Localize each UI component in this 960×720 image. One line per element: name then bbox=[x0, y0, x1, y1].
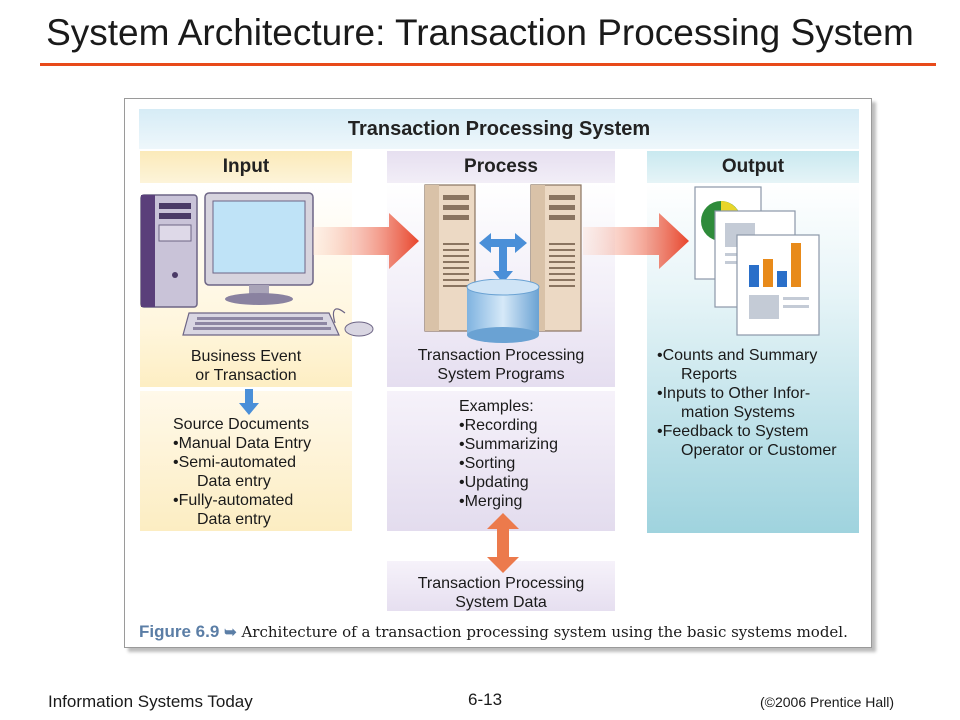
system-data-line-1: Transaction Processing bbox=[417, 575, 585, 592]
output-column: Output bbox=[647, 151, 859, 183]
page-title: System Architecture: Transaction Process… bbox=[46, 12, 914, 53]
database-icon bbox=[466, 279, 540, 343]
output-line-4: mation Systems bbox=[681, 404, 795, 421]
figure-number: Figure 6.9 bbox=[139, 622, 220, 641]
footer-copyright: (©2006 Prentice Hall) bbox=[760, 694, 895, 710]
examples-panel bbox=[387, 391, 615, 531]
output-line-1: •Counts and Summary bbox=[657, 347, 818, 364]
computer-icon bbox=[140, 192, 374, 337]
footer-page-number: 6-13 bbox=[468, 690, 503, 709]
source-line-1: Source Documents bbox=[173, 416, 310, 433]
process-programs-line-2: System Programs bbox=[437, 366, 565, 383]
examples-line-4: •Sorting bbox=[459, 455, 516, 472]
source-line-2: •Manual Data Entry bbox=[173, 435, 312, 452]
system-data-line-2: System Data bbox=[455, 594, 547, 611]
title-underline bbox=[40, 63, 936, 66]
caption-text: Architecture of a transaction processing… bbox=[241, 623, 848, 641]
tps-figure: Transaction Processing System Input Proc… bbox=[124, 98, 872, 648]
tps-banner: Transaction Processing System bbox=[139, 109, 859, 149]
source-documents-panel bbox=[140, 391, 352, 531]
caption-arrow-icon: ➥ bbox=[224, 623, 237, 641]
examples-line-5: •Updating bbox=[459, 474, 529, 491]
examples-line-2: •Recording bbox=[459, 417, 538, 434]
source-line-3: •Semi-automated bbox=[173, 454, 296, 471]
input-column: Input bbox=[140, 151, 352, 183]
source-line-6: Data entry bbox=[197, 511, 271, 528]
output-line-6: Operator or Customer bbox=[681, 442, 837, 459]
input-to-process-arrow bbox=[313, 213, 419, 269]
output-line-3: •Inputs to Other Infor- bbox=[657, 385, 811, 402]
down-arrow-icon bbox=[239, 389, 259, 415]
process-to-output-arrow bbox=[583, 213, 689, 269]
reports-icon bbox=[694, 186, 820, 336]
process-column: Process bbox=[387, 151, 615, 183]
source-line-5: •Fully-automated bbox=[173, 492, 294, 509]
output-heading: Output bbox=[647, 151, 859, 183]
figure-caption: Figure 6.9 ➥ Architecture of a transacti… bbox=[139, 620, 869, 644]
output-line-2: Reports bbox=[681, 366, 738, 383]
source-line-4: Data entry bbox=[197, 473, 271, 490]
input-heading: Input bbox=[140, 151, 352, 183]
footer-course: Information Systems Today bbox=[48, 692, 253, 711]
process-programs-line-1: Transaction Processing bbox=[417, 347, 585, 364]
examples-line-1: Examples: bbox=[459, 398, 534, 415]
input-event-line-1: Business Event bbox=[190, 348, 302, 365]
examples-line-3: •Summarizing bbox=[459, 436, 558, 453]
process-heading: Process bbox=[387, 151, 615, 183]
input-event-line-2: or Transaction bbox=[195, 367, 297, 384]
examples-line-6: •Merging bbox=[459, 493, 523, 510]
data-exchange-arrow bbox=[487, 513, 519, 573]
output-line-5: •Feedback to System bbox=[657, 423, 809, 440]
